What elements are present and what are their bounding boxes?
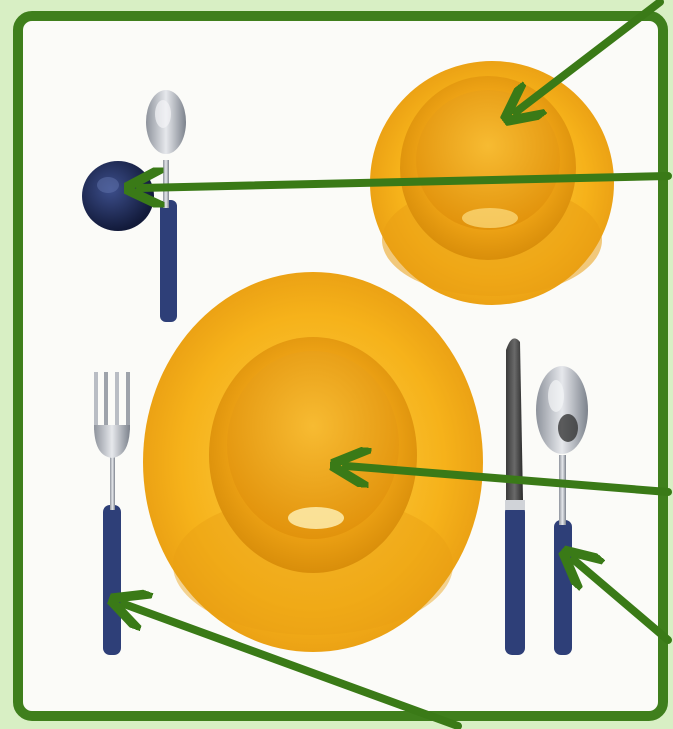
main-plate-set <box>143 272 483 652</box>
small-dark-cup <box>82 161 154 231</box>
